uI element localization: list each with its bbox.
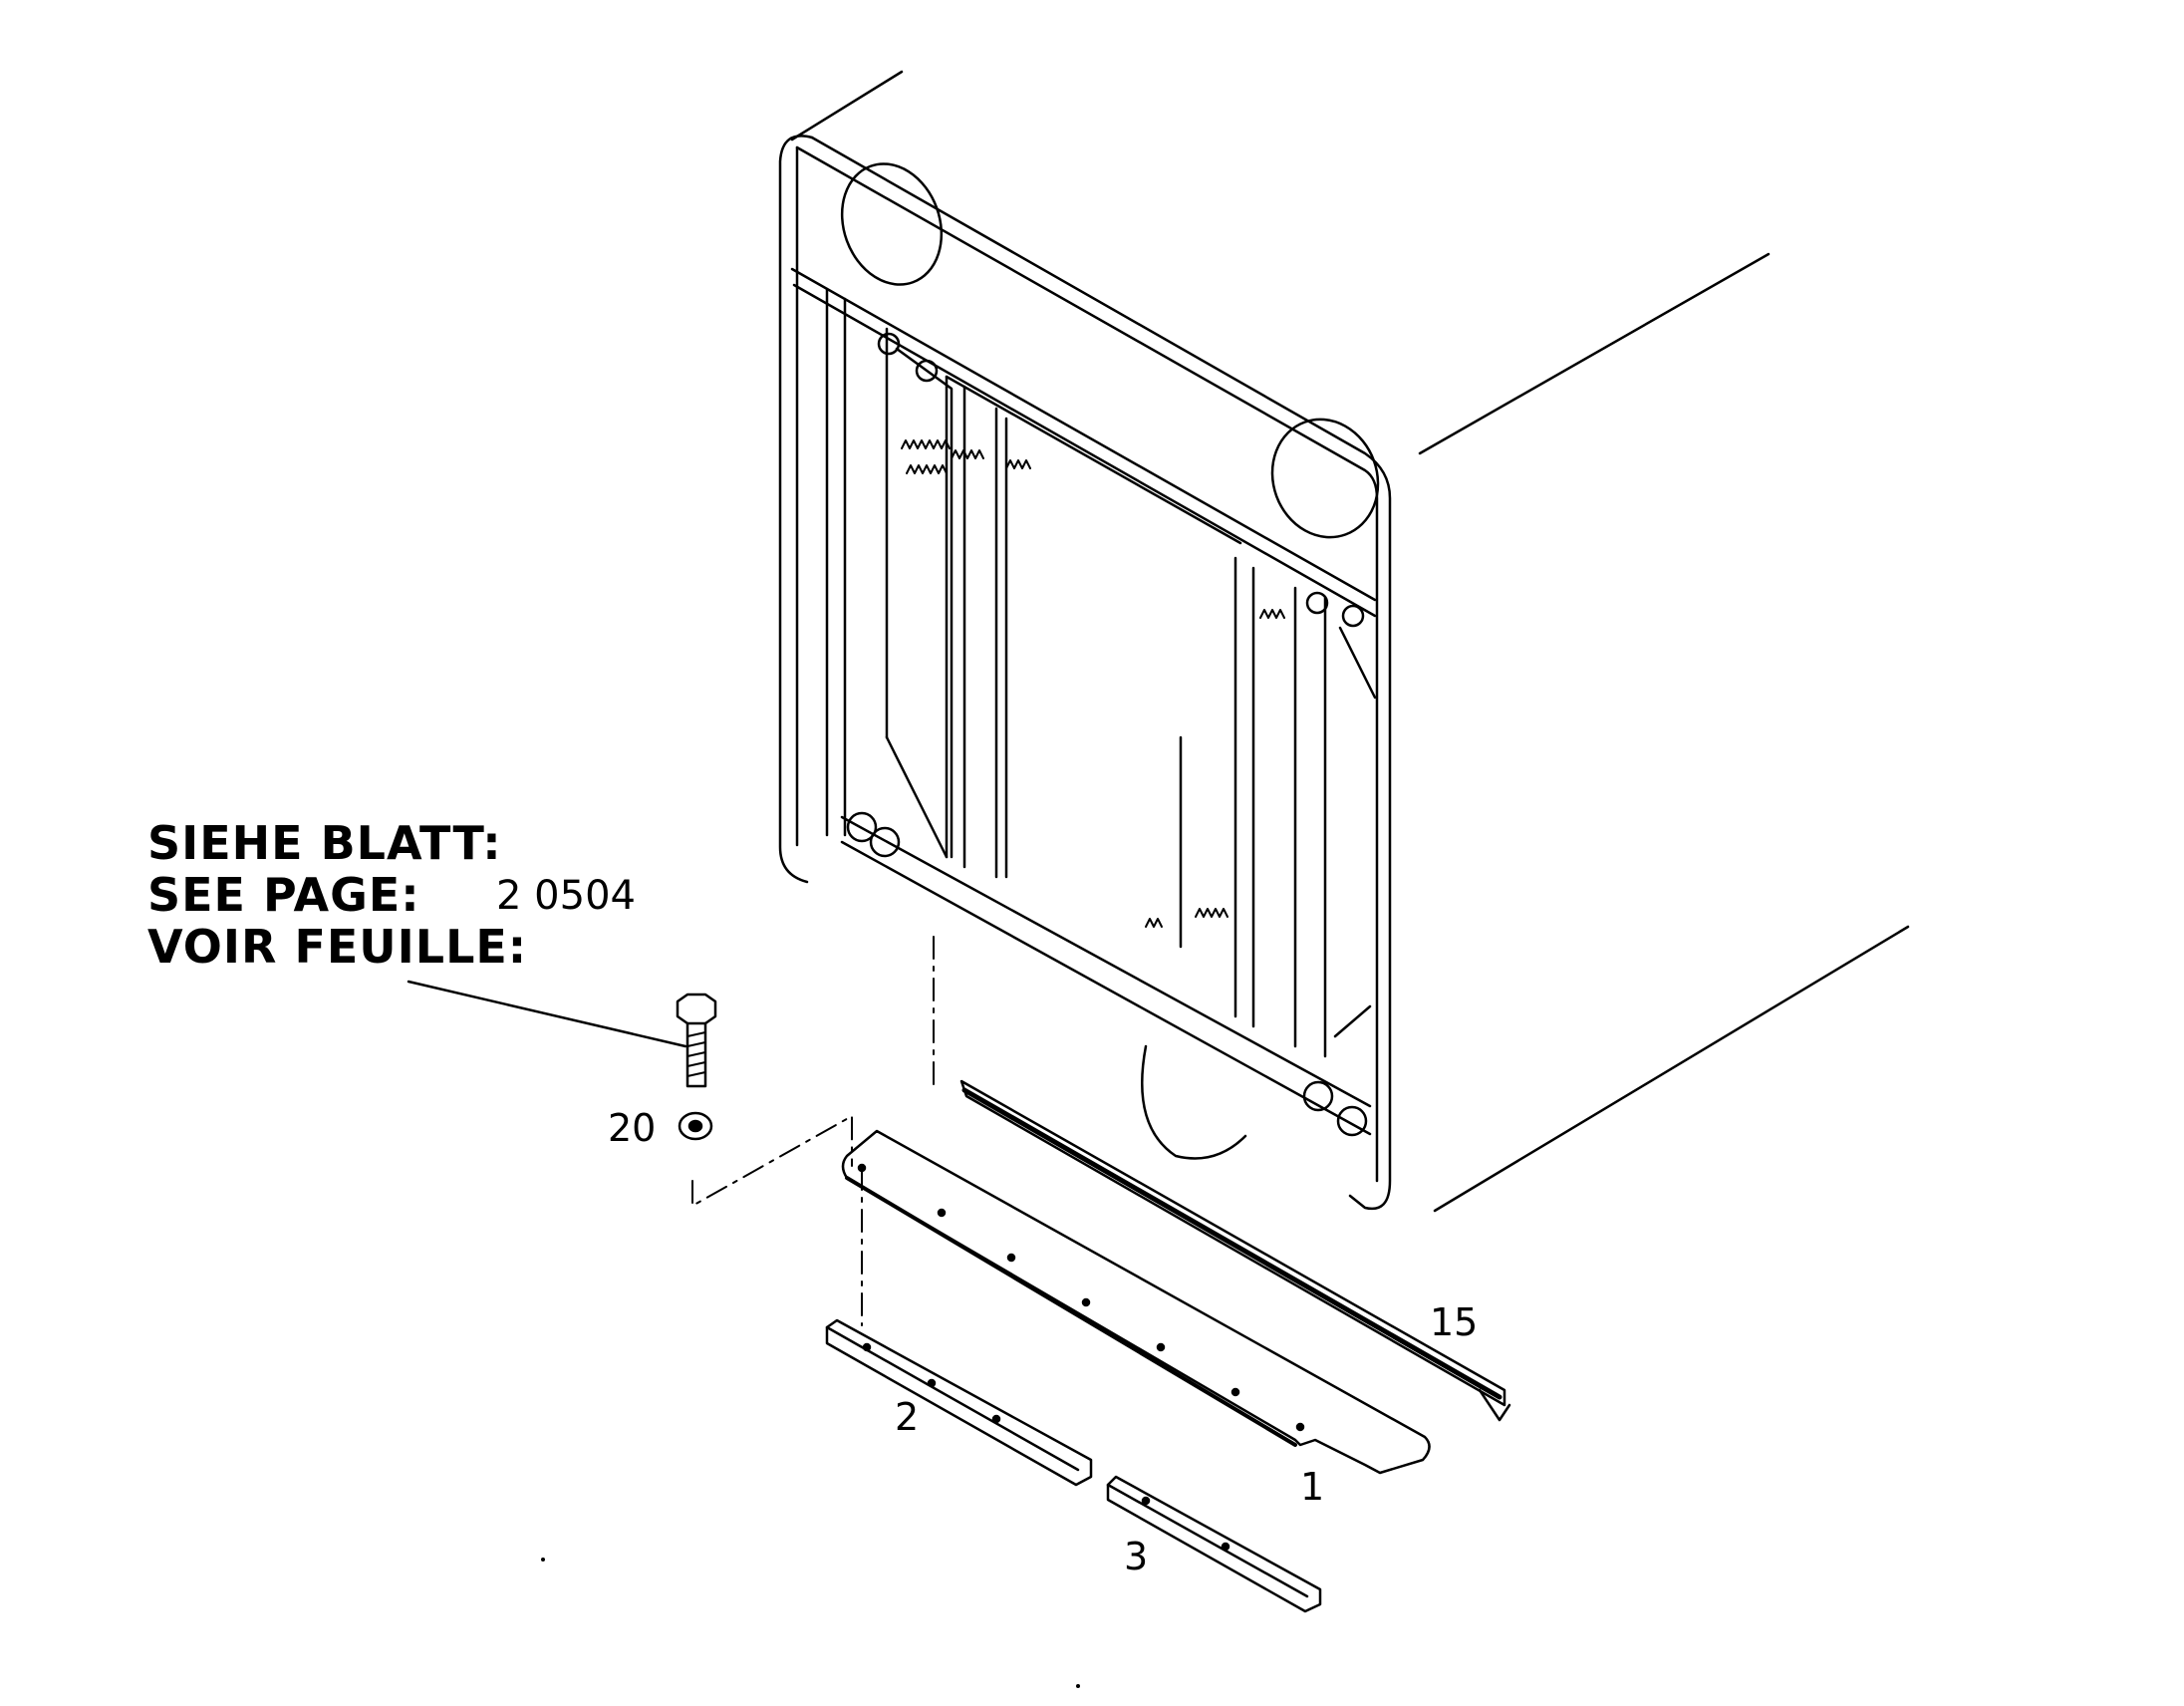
callout-2: 2 <box>895 1395 920 1439</box>
callout-1: 1 <box>1300 1465 1325 1509</box>
callout-3: 3 <box>1124 1535 1149 1578</box>
cabinet-body <box>778 70 1910 1213</box>
callout-20: 20 <box>608 1106 657 1150</box>
cross-reference-block: SIEHE BLATT: SEE PAGE: VOIR FEUILLE: <box>147 817 527 973</box>
reference-line-german: SIEHE BLATT: <box>147 816 502 870</box>
washer-icon <box>678 1111 713 1141</box>
part-1-plate <box>841 1129 1431 1475</box>
reference-leader-line <box>407 980 687 1048</box>
bolt-icon <box>676 993 717 1088</box>
alignment-line-bolt <box>691 1115 853 1207</box>
part-15-rail <box>959 1079 1511 1422</box>
part-3-bar <box>1106 1475 1322 1613</box>
callout-15: 15 <box>1430 1300 1479 1344</box>
reference-line-english: SEE PAGE: <box>147 868 420 922</box>
reference-line-french: VOIR FEUILLE: <box>147 920 528 974</box>
part-2-bar <box>825 1318 1093 1487</box>
reference-page-number: 2 0504 <box>496 873 636 919</box>
